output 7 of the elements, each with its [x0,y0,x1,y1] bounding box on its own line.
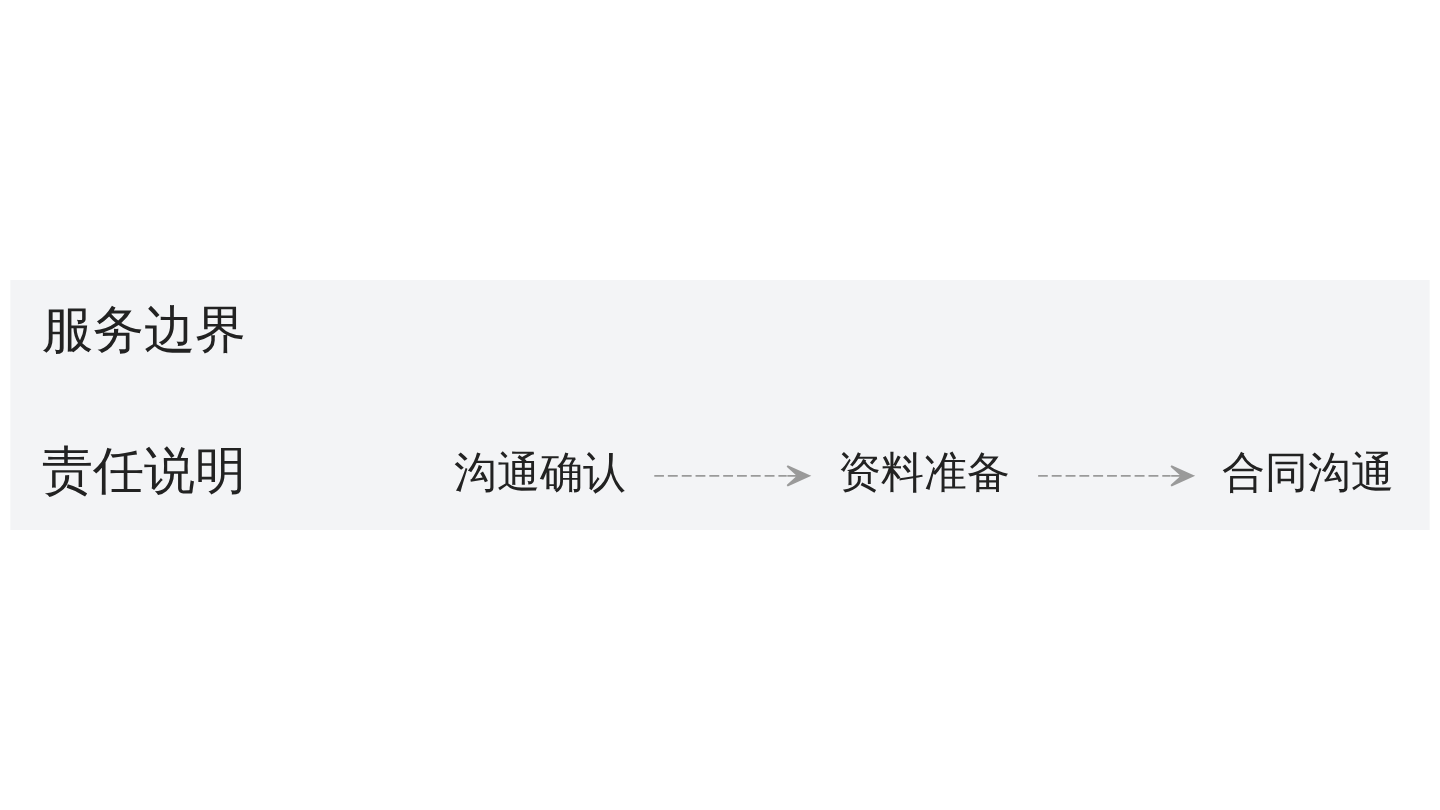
arrow [653,465,810,487]
label: 责任说明 [42,440,247,501]
node-text: 合同沟通 [1221,446,1394,497]
label: 服务边界 [42,298,247,359]
arrow [1037,465,1194,487]
node-text: 资料准备 [837,446,1010,497]
node-text: 沟通确认 [453,446,626,497]
